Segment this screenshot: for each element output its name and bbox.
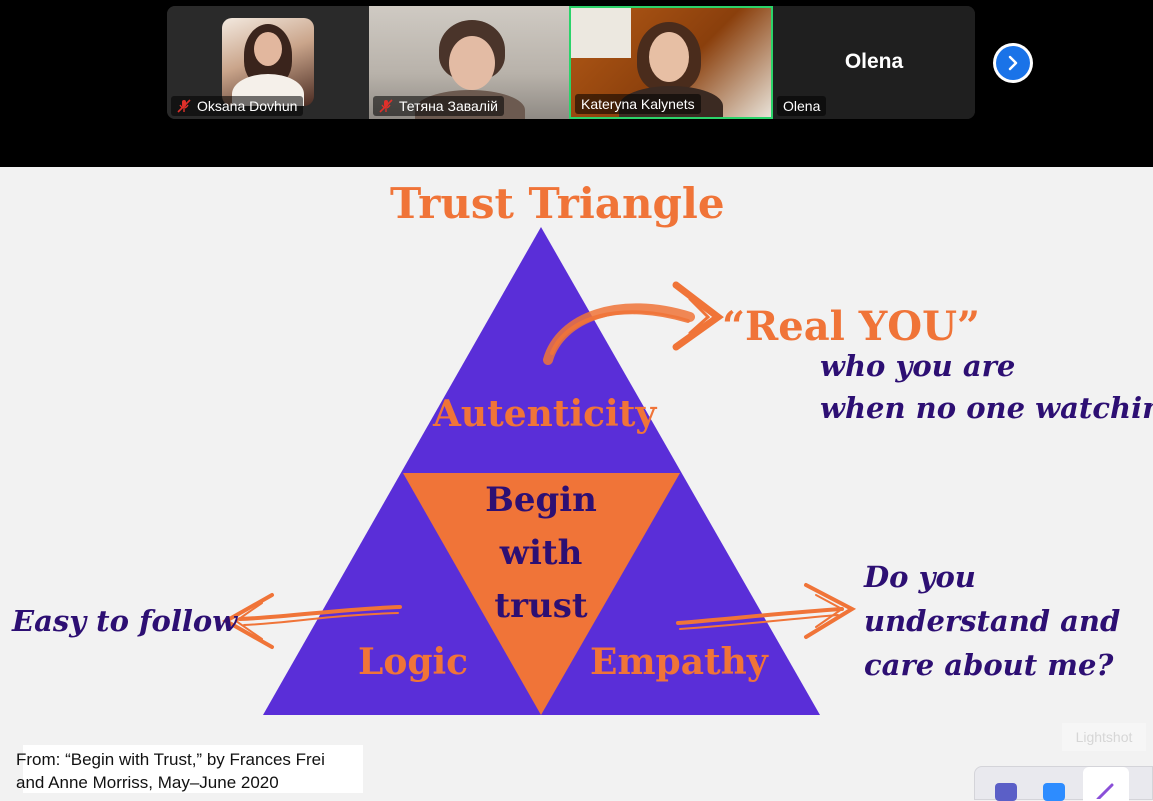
feather-icon (1096, 783, 1114, 799)
outer-triangle (263, 227, 820, 715)
inner-triangle (403, 473, 680, 715)
real-you-label: “Real YOU” (722, 303, 981, 350)
source-citation: From: “Begin with Trust,” by Frances Fre… (16, 745, 363, 793)
taskbar-dock (974, 766, 1153, 801)
participant-avatar (222, 18, 314, 106)
participant-name: Oksana Dovhun (197, 98, 298, 114)
empathy-label: Empathy (590, 641, 768, 683)
participant-tile-tetiana[interactable]: Тетяна Завалій (369, 6, 569, 119)
lightshot-watermark: Lightshot (1062, 723, 1146, 751)
next-participants-button[interactable] (993, 43, 1033, 83)
arrow-to-empathy-desc (676, 583, 857, 639)
participant-name: Kateryna Kalynets (581, 96, 695, 112)
mic-muted-icon (379, 99, 393, 113)
begin-with-trust-label: Begin with trust (485, 480, 597, 626)
participant-name: Тетяна Завалій (399, 98, 498, 114)
shared-slide: Trust Triangle Autenticity Logic Empathy… (0, 167, 1153, 800)
zoom-icon[interactable] (1043, 783, 1065, 801)
participant-tile-kateryna-active[interactable]: Kateryna Kalynets (569, 6, 773, 119)
participant-tile-oksana[interactable]: Oksana Dovhun (167, 6, 369, 119)
arrow-to-logic-desc (221, 593, 402, 649)
active-app-tab[interactable] (1083, 767, 1129, 801)
meeting-top-bar: Oksana Dovhun Тетяна Завалій Kateryna Ka… (0, 0, 1153, 167)
participant-name-tag: Olena (777, 96, 827, 116)
trust-triangle-diagram (221, 227, 857, 715)
participant-name-tag: Kateryna Kalynets (575, 94, 701, 114)
teams-icon[interactable] (995, 783, 1017, 801)
participant-strip: Oksana Dovhun Тетяна Завалій Kateryna Ka… (167, 6, 975, 119)
participant-name: Olena (783, 98, 821, 114)
autenticity-label: Autenticity (433, 393, 657, 435)
participant-name-tag: Тетяна Завалій (373, 96, 504, 116)
real-you-description: who you are when no one watching (820, 349, 1153, 425)
chevron-right-icon (1008, 55, 1018, 71)
mic-muted-icon (177, 99, 191, 113)
participant-name-tag: Oksana Dovhun (171, 96, 304, 116)
empathy-description: Do you understand and care about me? (864, 560, 1121, 682)
logic-label: Logic (358, 641, 469, 683)
participant-display-name: Olena (844, 50, 904, 73)
participant-tile-olena[interactable]: Olena Olena (773, 6, 975, 119)
slide-title: Trust Triangle (390, 179, 725, 228)
arrow-to-real-you (543, 281, 724, 365)
logic-description: Easy to follow (12, 604, 238, 638)
